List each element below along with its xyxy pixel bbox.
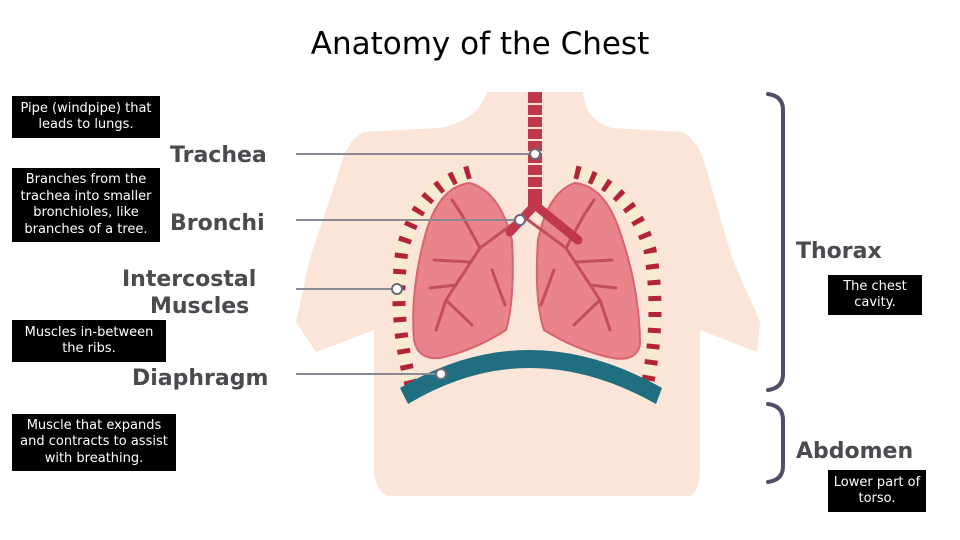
label-intercostal-line2: Muscles	[150, 294, 249, 319]
rib-cage	[392, 165, 662, 403]
note-intercostal: Muscles in-between the ribs.	[12, 320, 166, 362]
trachea-rings	[528, 103, 542, 189]
thorax-bracket	[766, 92, 785, 392]
note-abdomen: Lower part of torso.	[828, 470, 926, 512]
label-trachea: Trachea	[170, 143, 267, 168]
note-trachea: Pipe (windpipe) that leads to lungs.	[12, 96, 160, 138]
note-diaphragm: Muscle that expands and contracts to ass…	[12, 414, 176, 471]
bronchioles	[428, 198, 618, 332]
left-lung	[412, 181, 514, 360]
label-thorax: Thorax	[796, 239, 882, 264]
label-intercostal-line1: Intercostal	[122, 267, 256, 292]
note-bronchi: Branches from the trachea into smaller b…	[12, 168, 160, 242]
page-title: Anatomy of the Chest	[310, 26, 650, 62]
label-diaphragm: Diaphragm	[132, 366, 268, 391]
leader-dots	[391, 148, 541, 380]
label-abdomen: Abdomen	[796, 439, 913, 464]
leader-lines	[296, 153, 535, 375]
abdomen-bracket	[766, 402, 785, 484]
label-bronchi: Bronchi	[170, 211, 265, 236]
note-thorax: The chest cavity.	[828, 275, 922, 315]
diaphragm	[400, 350, 662, 404]
